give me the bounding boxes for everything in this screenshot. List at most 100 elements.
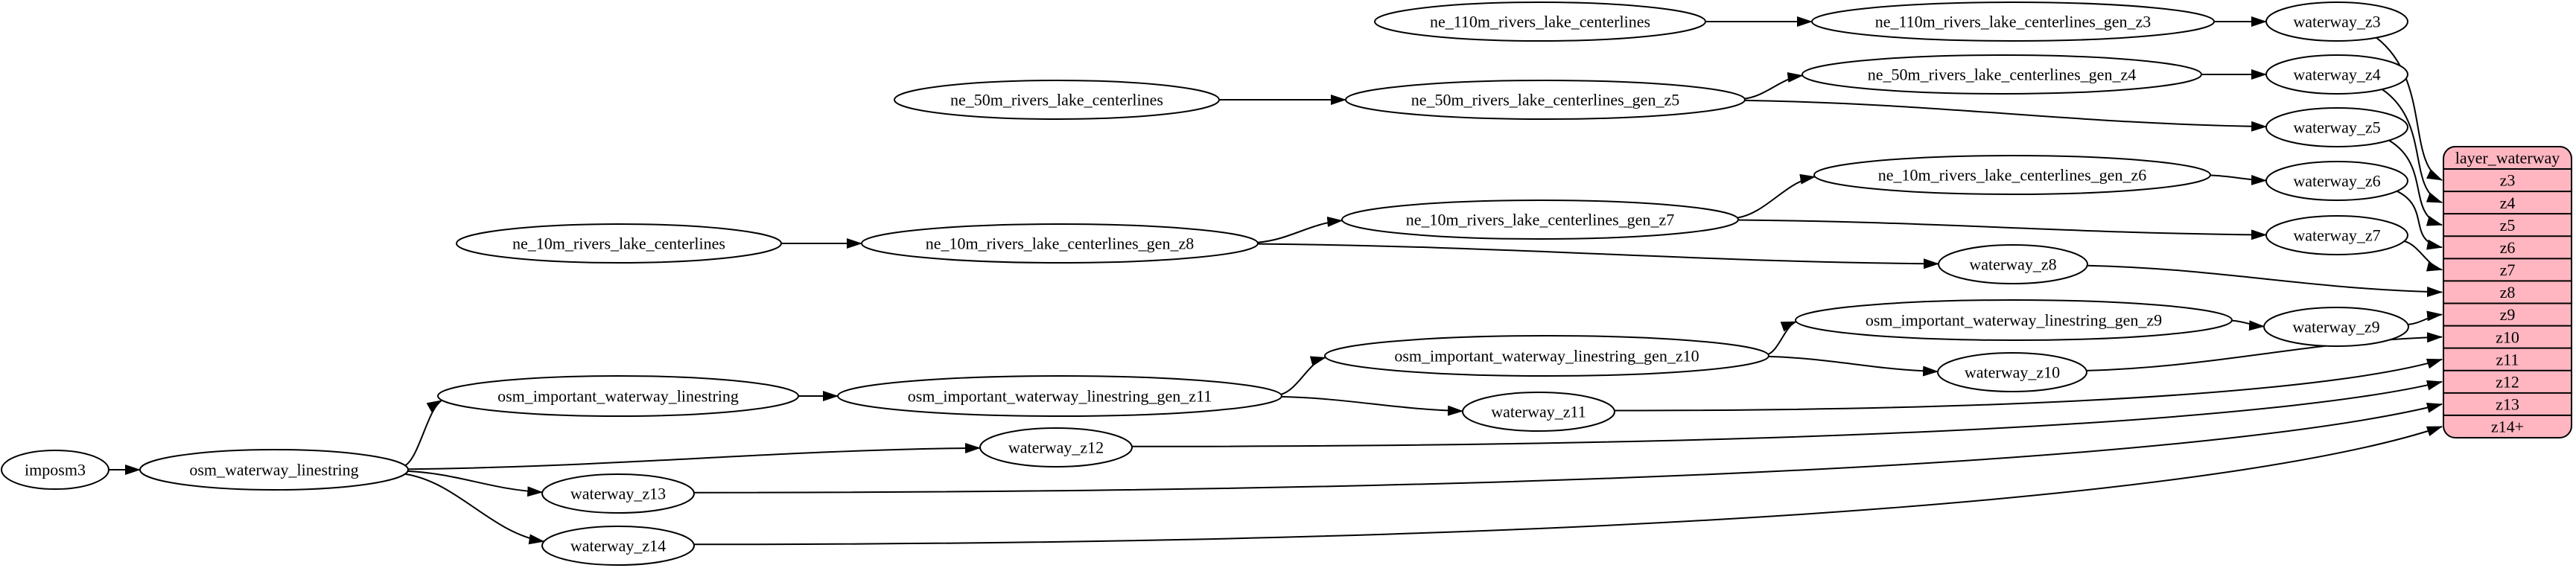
node-ellipse-waterway_z3: [2265, 1, 2408, 42]
edge-ne_10m_rivers_lake_centerlines_gen_z8-to-ne_10m_rivers_lake_centerlines_gen_z7: [1257, 216, 1343, 243]
node-ne_110m_rivers_lake_centerlines_gen_z3: ne_110m_rivers_lake_centerlines_gen_z3: [1811, 1, 2215, 42]
edge-ne_50m_rivers_lake_centerlines_gen_z5-to-waterway_z5: [1744, 99, 2268, 132]
edge-waterway_z12-to-layer_waterway-z12: [1131, 380, 2443, 447]
node-label-waterway_z13: waterway_z13: [570, 485, 666, 503]
record-row-z7: z7: [2500, 261, 2516, 279]
node-ne_10m_rivers_lake_centerlines_gen_z7: ne_10m_rivers_lake_centerlines_gen_z7: [1341, 200, 1739, 240]
node-label-ne_10m_rivers_lake_centerlines: ne_10m_rivers_lake_centerlines: [512, 234, 725, 253]
edge-waterway_z9-to-layer_waterway-z9: [2408, 310, 2443, 325]
record-outline: [2443, 146, 2572, 438]
edge-waterway_z13-to-layer_waterway-z13: [693, 403, 2443, 494]
node-ellipse-osm_important_waterway_linestring: [437, 375, 799, 417]
node-label-ne_110m_rivers_lake_centerlines_gen_z3: ne_110m_rivers_lake_centerlines_gen_z3: [1875, 13, 2152, 31]
node-label-waterway_z11: waterway_z11: [1491, 403, 1586, 421]
node-label-waterway_z8: waterway_z8: [1969, 255, 2056, 274]
node-label-ne_110m_rivers_lake_centerlines: ne_110m_rivers_lake_centerlines: [1430, 13, 1650, 31]
node-osm_important_waterway_linestring_gen_z10: osm_important_waterway_linestring_gen_z1…: [1324, 335, 1769, 377]
node-label-waterway_z7: waterway_z7: [2293, 226, 2380, 245]
node-waterway_z6: waterway_z6: [2265, 161, 2408, 201]
node-label-waterway_z9: waterway_z9: [2292, 318, 2379, 336]
node-label-osm_important_waterway_linestring: osm_important_waterway_linestring: [497, 387, 739, 406]
node-ellipse-osm_important_waterway_linestring_gen_z10: [1324, 335, 1769, 377]
node-label-waterway_z10: waterway_z10: [1965, 363, 2060, 382]
node-waterway_z3: waterway_z3: [2265, 1, 2408, 42]
record-row-z11: z11: [2496, 350, 2519, 368]
node-waterway_z8: waterway_z8: [1938, 244, 2088, 284]
node-ellipse-waterway_z10: [1937, 352, 2087, 392]
record-node-layer_waterway: layer_waterwayz3z4z5z6z7z8z9z10z11z12z13…: [2443, 146, 2572, 438]
node-label-waterway_z12: waterway_z12: [1008, 438, 1104, 457]
node-ellipse-waterway_z13: [541, 473, 695, 514]
node-ellipse-ne_50m_rivers_lake_centerlines: [894, 80, 1220, 120]
node-label-waterway_z6: waterway_z6: [2293, 172, 2380, 191]
node-ellipse-osm_important_waterway_linestring_gen_z9: [1795, 299, 2233, 341]
record-row-z12: z12: [2496, 372, 2519, 391]
record-row-z8: z8: [2500, 283, 2516, 301]
node-ne_10m_rivers_lake_centerlines_gen_z8: ne_10m_rivers_lake_centerlines_gen_z8: [861, 223, 1259, 264]
node-ellipse-ne_110m_rivers_lake_centerlines_gen_z3: [1811, 1, 2215, 42]
node-label-ne_50m_rivers_lake_centerlines: ne_50m_rivers_lake_centerlines: [950, 91, 1163, 109]
node-label-waterway_z3: waterway_z3: [2293, 13, 2380, 31]
node-osm_important_waterway_linestring_gen_z9: osm_important_waterway_linestring_gen_z9: [1795, 299, 2233, 341]
node-ellipse-ne_10m_rivers_lake_centerlines_gen_z7: [1341, 200, 1739, 240]
node-ellipse-osm_important_waterway_linestring_gen_z11: [837, 375, 1282, 417]
node-label-waterway_z4: waterway_z4: [2293, 66, 2380, 84]
node-waterway_z11: waterway_z11: [1462, 392, 1615, 432]
node-waterway_z9: waterway_z9: [2263, 307, 2409, 347]
node-label-ne_10m_rivers_lake_centerlines_gen_z7: ne_10m_rivers_lake_centerlines_gen_z7: [1406, 211, 1674, 229]
node-ellipse-ne_50m_rivers_lake_centerlines_gen_z4: [1801, 54, 2202, 95]
node-waterway_z10: waterway_z10: [1937, 352, 2087, 392]
edge-osm_waterway_linestring-to-waterway_z14: [404, 473, 545, 545]
node-ellipse-ne_10m_rivers_lake_centerlines: [456, 223, 782, 264]
node-waterway_z12: waterway_z12: [979, 427, 1133, 468]
node-ellipse-waterway_z4: [2265, 54, 2408, 95]
edge-osm_waterway_linestring-to-osm_important_waterway_linestring: [404, 399, 443, 467]
node-ne_50m_rivers_lake_centerlines_gen_z4: ne_50m_rivers_lake_centerlines_gen_z4: [1801, 54, 2202, 95]
node-label-waterway_z5: waterway_z5: [2293, 118, 2380, 137]
edge-ne_10m_rivers_lake_centerlines_gen_z6-to-waterway_z6: [2210, 174, 2267, 185]
edge-waterway_z8-to-layer_waterway-z8: [2087, 264, 2443, 298]
edge-ne_10m_rivers_lake_centerlines_gen_z7-to-waterway_z7: [1737, 219, 2267, 240]
node-label-ne_10m_rivers_lake_centerlines_gen_z6: ne_10m_rivers_lake_centerlines_gen_z6: [1878, 166, 2146, 185]
node-label-ne_50m_rivers_lake_centerlines_gen_z5: ne_50m_rivers_lake_centerlines_gen_z5: [1411, 91, 1679, 109]
node-osm_important_waterway_linestring: osm_important_waterway_linestring: [437, 375, 799, 417]
node-ne_50m_rivers_lake_centerlines: ne_50m_rivers_lake_centerlines: [894, 80, 1220, 120]
edge-osm_important_waterway_linestring_gen_z9-to-waterway_z9: [2231, 319, 2265, 331]
edge-waterway_z3-to-layer_waterway-z3: [2376, 36, 2443, 181]
edge-waterway_z11-to-layer_waterway-z11: [1614, 358, 2443, 412]
node-waterway_z7: waterway_z7: [2265, 215, 2408, 255]
node-label-ne_50m_rivers_lake_centerlines_gen_z4: ne_50m_rivers_lake_centerlines_gen_z4: [1868, 66, 2136, 84]
node-ellipse-waterway_z8: [1938, 244, 2088, 284]
edge-waterway_z10-to-layer_waterway-z10: [2086, 332, 2443, 371]
record-row-z5: z5: [2500, 216, 2516, 234]
node-ellipse-waterway_z11: [1462, 392, 1615, 432]
node-waterway_z13: waterway_z13: [541, 473, 695, 514]
node-ellipse-ne_10m_rivers_lake_centerlines_gen_z8: [861, 223, 1259, 264]
node-ellipse-waterway_z5: [2265, 107, 2408, 147]
edge-osm_waterway_linestring-to-waterway_z13: [407, 470, 544, 497]
node-label-waterway_z14: waterway_z14: [570, 537, 666, 555]
node-waterway_z14: waterway_z14: [541, 526, 695, 566]
record-row-z10: z10: [2496, 328, 2519, 346]
node-osm_waterway_linestring: osm_waterway_linestring: [139, 449, 409, 491]
record-row-z3: z3: [2500, 171, 2516, 190]
edge-osm_waterway_linestring-to-waterway_z12: [407, 442, 981, 470]
node-ellipse-waterway_z9: [2263, 307, 2409, 347]
node-ellipse-ne_110m_rivers_lake_centerlines: [1374, 1, 1706, 42]
node-ellipse-osm_waterway_linestring: [139, 449, 409, 491]
node-label-imposm3: imposm3: [25, 461, 86, 479]
node-ne_10m_rivers_lake_centerlines_gen_z6: ne_10m_rivers_lake_centerlines_gen_z6: [1813, 155, 2211, 195]
edge-waterway_z6-to-layer_waterway-z6: [2397, 190, 2443, 250]
node-ellipse-ne_50m_rivers_lake_centerlines_gen_z5: [1345, 80, 1746, 120]
node-label-osm_important_waterway_linestring_gen_z10: osm_important_waterway_linestring_gen_z1…: [1394, 347, 1699, 366]
edge-osm_important_waterway_linestring_gen_z11-to-waterway_z11: [1281, 395, 1464, 416]
node-osm_important_waterway_linestring_gen_z11: osm_important_waterway_linestring_gen_z1…: [837, 375, 1282, 417]
edge-ne_10m_rivers_lake_centerlines_gen_z7-to-ne_10m_rivers_lake_centerlines_gen_z6: [1737, 173, 1816, 219]
record-row-z9: z9: [2500, 305, 2516, 324]
node-ellipse-imposm3: [1, 450, 109, 490]
node-ne_10m_rivers_lake_centerlines: ne_10m_rivers_lake_centerlines: [456, 223, 782, 264]
edge-waterway_z14-to-layer_waterway-z14+: [693, 426, 2443, 546]
edge-waterway_z4-to-layer_waterway-z4: [2382, 89, 2443, 204]
